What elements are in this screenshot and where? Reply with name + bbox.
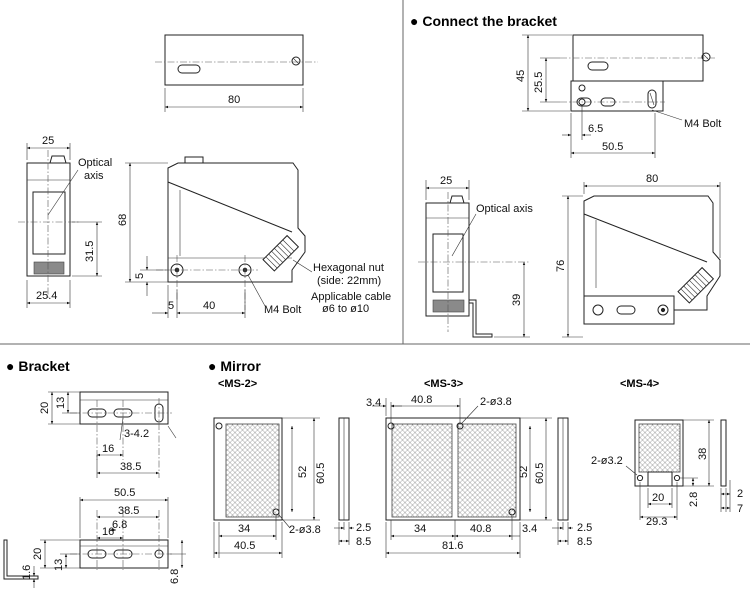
cb-front-view: 25 Optical axis 39 xyxy=(418,175,533,338)
model-ms2: <MS-2> xyxy=(218,378,257,390)
dim-side-68: 68 xyxy=(117,214,129,226)
dim-br-3-4-2: 3-4.2 xyxy=(124,428,149,440)
dim-cb-25: 25 xyxy=(440,175,452,187)
dim-br-16b: 16 xyxy=(102,526,114,538)
dim-ms2-60-5: 60.5 xyxy=(315,463,327,484)
dim-front-25: 25 xyxy=(42,135,54,147)
dim-br-50-5: 50.5 xyxy=(114,487,135,499)
label-optical-axis-inline: Optical axis xyxy=(476,203,533,215)
dim-ms3-hole: 2-ø3.8 xyxy=(480,396,512,408)
heading-mirror: ● Mirror xyxy=(208,358,261,374)
dim-ms4-20: 20 xyxy=(652,492,664,504)
sensor-side-view: 68 5 5 40 M4 Bolt Hexagonal nut (side: 2… xyxy=(117,156,391,318)
dim-ms4-7: 7 xyxy=(737,503,743,515)
dim-cb-25-5: 25.5 xyxy=(533,72,545,93)
dim-ms3-3-4a: 3.4 xyxy=(366,397,381,409)
label-hex-nut-2: (side: 22mm) xyxy=(317,275,381,287)
bracket-view-a: 20 13 3-4.2 16 38.5 xyxy=(39,391,177,478)
label-optical-axis-1: Optical xyxy=(78,157,112,169)
dim-br-38-5b: 38.5 xyxy=(118,505,139,517)
mirror-ms2: 60.5 52 34 40.5 2-ø3.8 2.5 8.5 xyxy=(213,417,371,558)
cb-top-view: M4 Bolt 45 25.5 6.5 50.5 xyxy=(515,34,721,158)
dim-ms3-81-6: 81.6 xyxy=(442,540,463,552)
bracket-view-b: 50.5 38.5 6.8 16 20 13 1.6 6.8 xyxy=(3,487,186,588)
dim-ms2-34: 34 xyxy=(238,523,250,535)
label-m4-bolt-a: M4 Bolt xyxy=(264,304,301,316)
dim-top-80: 80 xyxy=(228,94,240,106)
dim-ms3-2-5: 2.5 xyxy=(577,522,592,534)
dim-ms3-34: 34 xyxy=(414,523,426,535)
dim-br-20a: 20 xyxy=(39,402,51,414)
dim-ms3-52: 52 xyxy=(518,466,530,478)
dim-ms4-2: 2 xyxy=(737,488,743,500)
model-ms3: <MS-3> xyxy=(424,378,463,390)
dim-ms2-52: 52 xyxy=(297,466,309,478)
dim-cb-76: 76 xyxy=(555,260,567,272)
dim-cb-80: 80 xyxy=(646,173,658,185)
dim-ms2-hole: 2-ø3.8 xyxy=(289,524,321,536)
label-m4-bolt-b: M4 Bolt xyxy=(684,118,721,130)
sensor-front-view: 25 31.5 25.4 Optical axis xyxy=(18,135,112,308)
dim-ms3-3-4b: 3.4 xyxy=(522,523,537,535)
dim-front-31-5: 31.5 xyxy=(84,241,96,262)
dim-br-1-6: 1.6 xyxy=(21,565,33,580)
sensor-top-view: 80 xyxy=(155,34,318,112)
label-optical-axis-2: axis xyxy=(84,170,104,182)
heading-bracket: ● Bracket xyxy=(6,358,70,374)
label-hex-nut-1: Hexagonal nut xyxy=(313,262,384,274)
label-cable-2: ø6 to ø10 xyxy=(322,303,369,315)
dim-cb-45: 45 xyxy=(515,70,527,82)
dim-br-20b: 20 xyxy=(32,548,44,560)
model-ms4: <MS-4> xyxy=(620,378,659,390)
dim-br-6-8b: 6.8 xyxy=(169,569,181,584)
dim-ms4-29-3: 29.3 xyxy=(646,516,667,528)
dim-side-40: 40 xyxy=(203,300,215,312)
dim-side-5h: 5 xyxy=(168,300,174,312)
dim-ms3-8-5: 8.5 xyxy=(577,536,592,548)
heading-connect-bracket: ● Connect the bracket xyxy=(410,13,557,29)
dim-br-13a: 13 xyxy=(55,397,67,409)
dim-side-5v: 5 xyxy=(134,273,146,279)
dim-ms2-8-5: 8.5 xyxy=(356,536,371,548)
section-frames xyxy=(0,0,750,345)
dim-ms4-38: 38 xyxy=(697,448,709,460)
dim-br-13b: 13 xyxy=(53,559,65,571)
label-cable-1: Applicable cable xyxy=(311,291,391,303)
dim-br-16: 16 xyxy=(102,443,114,455)
hex-nut-drawing xyxy=(262,234,300,272)
dim-br-38-5a: 38.5 xyxy=(120,461,141,473)
mirror-ms4: 38 2.8 2-ø3.2 20 29.3 2 7 xyxy=(591,419,743,528)
dim-ms3-40-8b: 40.8 xyxy=(470,523,491,535)
dim-cb-39: 39 xyxy=(511,294,523,306)
mirror-ms3: 3.4 40.8 2-ø3.8 60.5 52 34 40.8 3.4 81.6… xyxy=(366,394,592,558)
cb-hex-nut-drawing xyxy=(677,266,715,304)
dim-ms3-40-8a: 40.8 xyxy=(411,394,432,406)
dim-ms4-hole: 2-ø3.2 xyxy=(591,455,623,467)
dim-cb-50-5: 50.5 xyxy=(602,141,623,153)
dim-ms2-2-5: 2.5 xyxy=(356,522,371,534)
dim-ms2-40-5: 40.5 xyxy=(234,540,255,552)
cb-side-view: 80 76 xyxy=(555,173,721,338)
dim-ms4-2-8: 2.8 xyxy=(688,492,700,507)
dim-cb-6-5: 6.5 xyxy=(588,123,603,135)
dim-ms3-60-5: 60.5 xyxy=(534,463,546,484)
dim-front-25-4: 25.4 xyxy=(36,290,57,302)
dim-br-6-8a: 6.8 xyxy=(112,519,127,531)
